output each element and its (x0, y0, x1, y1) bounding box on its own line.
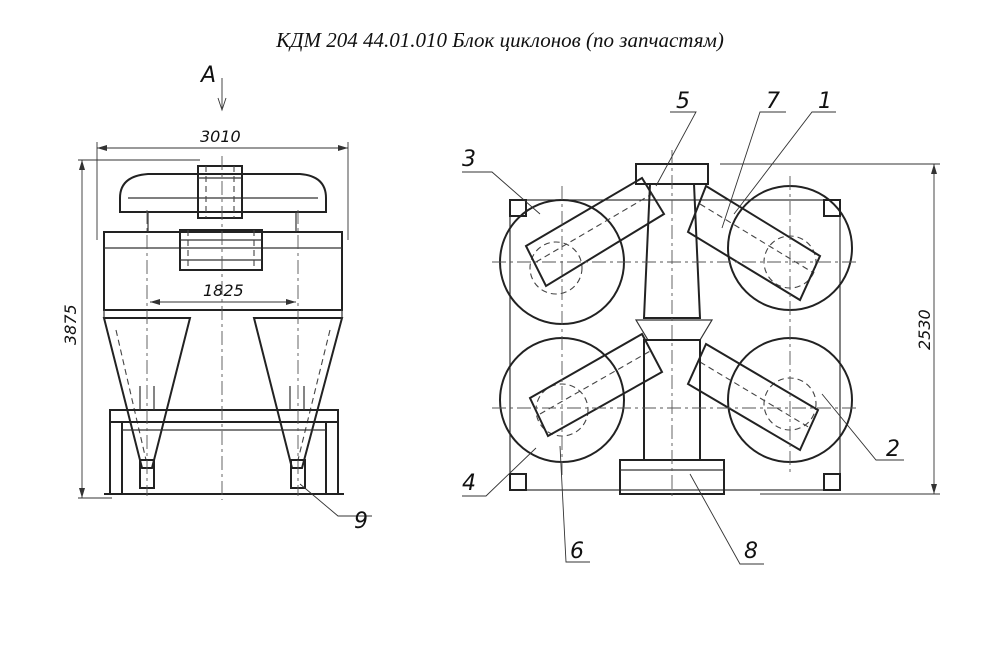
callout-7-leader (721, 111, 786, 229)
plan-view: 2530 (462, 89, 940, 565)
callout-5: 5 (676, 89, 690, 114)
duct-bl-hidden (539, 349, 653, 415)
callout-9: 9 (354, 509, 368, 534)
dim-width-text: 3010 (200, 127, 241, 146)
duct-top-left (524, 176, 666, 288)
cone-left-hidden (115, 329, 147, 461)
callout-8-leader (689, 473, 764, 565)
frame-beam (109, 409, 339, 423)
dim-plan-text: 2530 (915, 309, 934, 350)
corner-br (823, 473, 841, 491)
frame-leg-right (325, 421, 339, 495)
callout-8: 8 (744, 539, 758, 564)
callout-2: 2 (886, 437, 900, 462)
corner-tr (823, 199, 841, 217)
callout-7: 7 (766, 89, 780, 114)
callout-1-leader (733, 111, 836, 215)
duct-tr-hidden (699, 203, 813, 273)
callout-3-leader (462, 171, 541, 215)
cone-right (252, 317, 344, 469)
dim-inner-text: 1825 (203, 281, 244, 300)
callout-2-leader (821, 393, 904, 461)
duct-bottom-right (686, 342, 820, 452)
callout-6: 6 (570, 539, 584, 564)
view-arrow-head (217, 97, 227, 112)
outlet-top-left (529, 241, 583, 295)
front-view: А 3010 3875 1825 (61, 63, 372, 534)
cone-left (102, 317, 192, 469)
callout-6-leader (559, 445, 590, 563)
callout-1: 1 (818, 89, 832, 114)
cone-right-hidden (297, 329, 331, 461)
drawing-title: КДМ 204 44.01.010 Блок циклонов (по запч… (276, 28, 724, 52)
duct-br-hidden (699, 361, 811, 429)
callout-4: 4 (462, 471, 476, 496)
callout-9-leader (299, 483, 372, 517)
cyclone-body (103, 231, 343, 311)
corner-bl (509, 473, 527, 491)
outlet-stack (197, 165, 243, 219)
callout-3: 3 (462, 147, 476, 172)
top-hood (119, 173, 327, 213)
dim-height-text: 3875 (61, 304, 80, 345)
duct-bottom-left (528, 332, 664, 438)
corner-tl (509, 199, 527, 217)
frame-leg-left (109, 421, 123, 495)
view-marker-a: А (199, 63, 216, 88)
callout-4-leader (462, 447, 537, 497)
duct-tl-hidden (535, 193, 653, 263)
callout-5-leader (655, 111, 697, 187)
collector-body (642, 183, 702, 319)
plan-frame (509, 199, 841, 491)
collector-joint (634, 319, 714, 341)
duct-top-right (686, 184, 822, 302)
inlet-box (179, 229, 263, 271)
